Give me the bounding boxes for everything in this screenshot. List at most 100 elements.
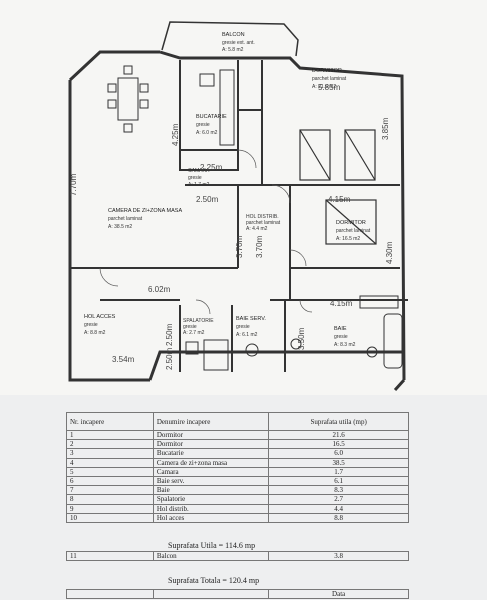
table-cell: 8.3: [268, 485, 409, 496]
room-name: SPALATORIE: [183, 318, 214, 324]
room-name: CAMARA: [188, 168, 210, 174]
room-area: A: 38.5 m2: [108, 224, 132, 230]
interior-walls: [70, 60, 408, 372]
room-floor: gresie: [196, 122, 210, 128]
bathroom-fixtures: [185, 295, 403, 371]
table-cell: 7: [66, 485, 154, 496]
dimension-label: 2.50m: [165, 323, 174, 346]
room-floor: gresie: [84, 322, 98, 328]
dimension-label: 4.15m: [328, 195, 351, 204]
dimension-label: 6.02m: [148, 285, 171, 294]
dimension-label: 3.85m: [381, 117, 390, 140]
floor-plan-drawing: BALCON gresie ext. ant. A: 5.8 m2 DORMIT…: [68, 21, 408, 392]
column-header: Denumire incapere: [152, 412, 270, 431]
table-cell: Hol distrib.: [152, 503, 270, 514]
room-name: BUCATARIE: [196, 114, 227, 120]
column-header: Nr. incapere: [66, 412, 154, 431]
table-cell: 6: [66, 475, 154, 487]
dimension-label: 4.30m: [385, 241, 394, 264]
table-cell: 2: [66, 439, 154, 450]
door-swings: [99, 149, 313, 315]
table-cell: Spalatorie: [152, 494, 270, 505]
dimension-label: 3.70m: [235, 235, 244, 258]
table-cell: Camara: [152, 466, 270, 477]
table-cell: 2.7: [268, 494, 409, 505]
table-cell: 11: [66, 550, 154, 562]
table-cell: 6.1: [268, 475, 409, 487]
table-cell: 10: [66, 512, 154, 523]
table-header-row: Nr. incapere Denumire incapere Suprafata…: [66, 412, 409, 431]
room-area: A: 1.7 m2: [188, 182, 210, 188]
kitchen-counter: [219, 69, 235, 146]
table-cell: 1: [66, 429, 154, 441]
dimension-label: 7.70m: [69, 173, 78, 196]
table-cell: 3.8: [268, 550, 409, 562]
dimension-label: 5.85m: [318, 83, 341, 92]
room-floor: parchet laminat: [108, 216, 143, 222]
floor-plan: BALCON gresie ext. ant. A: 5.8 m2 DORMIT…: [68, 21, 408, 392]
table-row: Data: [66, 588, 409, 600]
column-header: Suprafata utila (mp): [268, 412, 409, 431]
room-name: CAMERA DE ZI+ZONA MASA: [108, 208, 182, 214]
room-name: BAIE SERV.: [236, 316, 266, 322]
room-area: A: 4.4 m2: [246, 226, 268, 232]
dining-table-icon: [107, 65, 149, 133]
table-cell: Bucatarie: [152, 448, 270, 459]
dimension-labels: 5.85m 3.85m 4.25m 2.25m 7.70m 2.50m 4.15…: [69, 83, 394, 370]
room-floor: gresie: [236, 324, 250, 330]
table-cell: 8.8: [268, 512, 409, 523]
dimension-label: 2.50m: [165, 347, 174, 370]
dimension-label: 3.50m: [297, 327, 306, 350]
room-floor: gresie: [334, 334, 348, 340]
table-cell: Balcon: [152, 550, 270, 562]
total-area: Suprafata Totala = 120.4 mp: [168, 576, 260, 585]
room-area: A: 21.6 m2: [312, 84, 336, 90]
table-cell: Data: [268, 588, 409, 600]
total-util-area: Suprafata Utila = 114.6 mp: [168, 541, 256, 550]
table-cell: 5: [66, 466, 154, 477]
bed-icon: [299, 129, 377, 245]
table-cell: Camera de zi+zona masa: [152, 457, 270, 468]
table-row: 11 Balcon 3.8: [66, 550, 409, 562]
room-area: A: 6.1 m2: [236, 332, 258, 338]
signature-table: Data: [66, 588, 409, 600]
table-cell: 9: [66, 503, 154, 514]
area-table-sheet: Nr. incapere Denumire incapere Suprafata…: [0, 395, 487, 600]
table-cell: 1.7: [268, 466, 409, 477]
room-name: HOL ACCES: [84, 314, 116, 320]
room-area: A: 5.8 m2: [222, 47, 244, 53]
table-cell: Baie: [152, 485, 270, 496]
room-floor: gresie: [188, 175, 202, 181]
table-cell: 3: [66, 448, 154, 459]
table-cell: 8: [66, 494, 154, 505]
dimension-label: 3.54m: [112, 355, 135, 364]
dimension-label: 2.50m: [196, 195, 219, 204]
balcony-outline: [161, 21, 299, 57]
room-name: DORMITOR: [312, 68, 342, 74]
table-cell: Dormitor: [152, 439, 270, 450]
room-labels: BALCON gresie ext. ant. A: 5.8 m2 DORMIT…: [84, 32, 371, 348]
table-cell: 16.5: [268, 439, 409, 450]
room-floor: gresie ext. ant.: [222, 40, 255, 46]
sink-icon: [199, 73, 215, 87]
room-name: DORMITOR: [336, 220, 366, 226]
room-name: HOL DISTRIB.: [246, 214, 279, 220]
table-cell: Dormitor: [152, 429, 270, 441]
outer-walls: [68, 50, 406, 392]
room-floor: parchet laminat: [312, 76, 347, 82]
table-cell: Hol acces: [152, 512, 270, 523]
room-floor: gresie: [183, 324, 197, 330]
dimension-label: 2.25m: [200, 163, 223, 172]
table-cell: 6.0: [268, 448, 409, 459]
room-area: A: 8.3 m2: [334, 342, 356, 348]
dimension-label: 3.70m: [255, 235, 264, 258]
room-area: A: 8.8 m2: [84, 330, 106, 336]
